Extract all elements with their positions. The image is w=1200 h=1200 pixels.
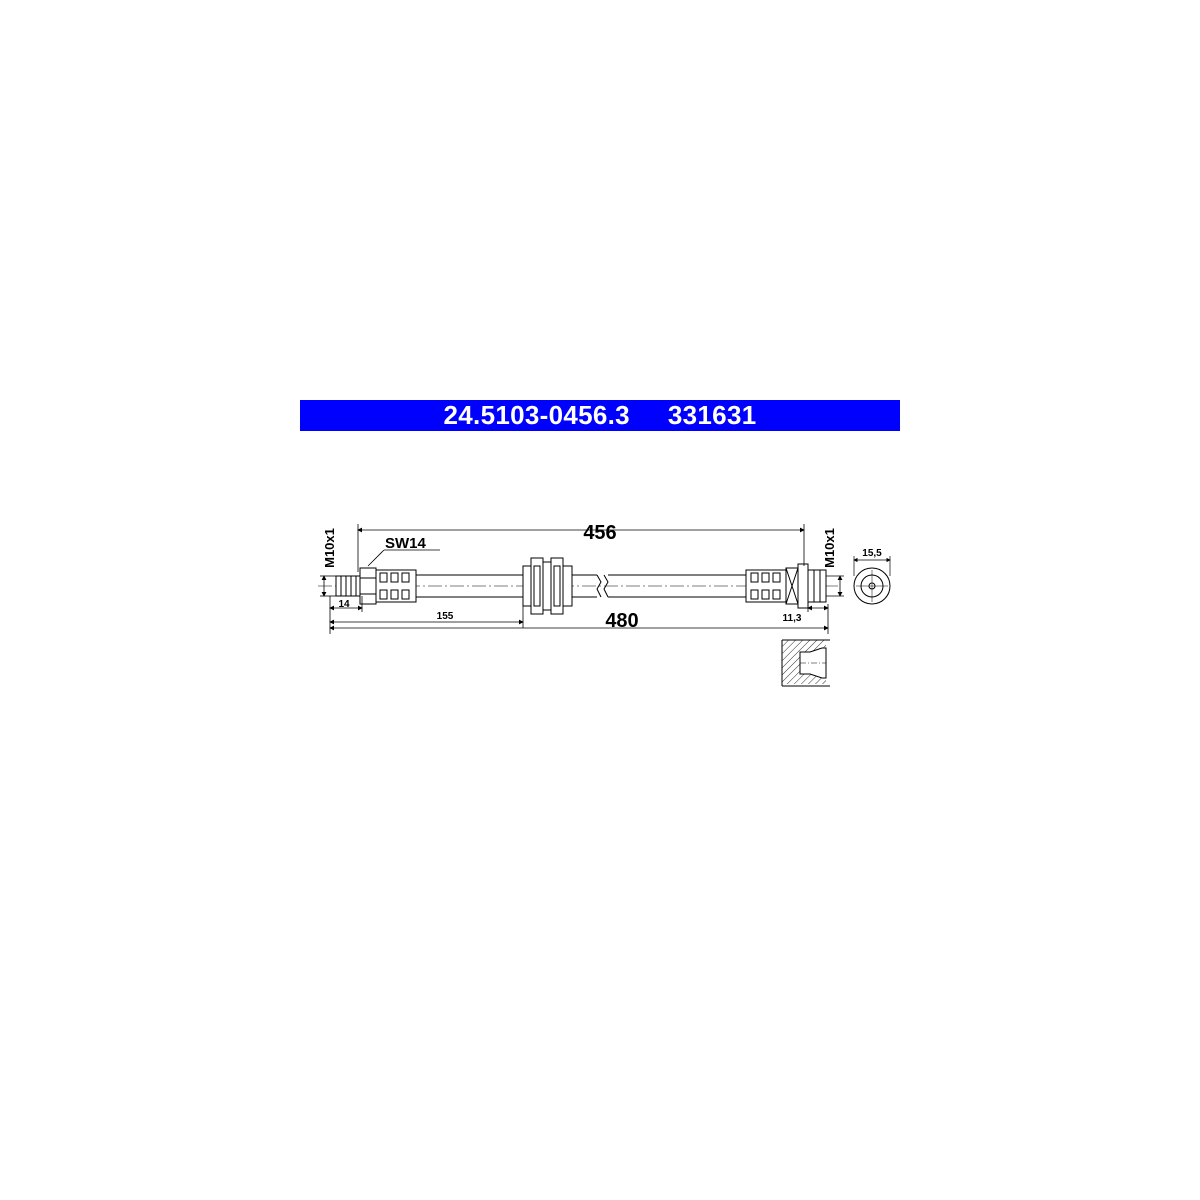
right-thread-label: M10x1 <box>822 528 837 568</box>
dim-total-length-label: 480 <box>605 610 638 632</box>
right-thread-dimension <box>826 575 844 597</box>
dimension-456 <box>357 524 805 572</box>
dimension-14 <box>329 596 363 612</box>
reference-number: 331631 <box>667 400 757 430</box>
left-fitting <box>335 567 417 605</box>
dimension-155 <box>329 606 524 628</box>
section-detail <box>781 639 830 687</box>
wrench-size-label: SW14 <box>385 535 427 552</box>
wrench-size-leader <box>367 549 440 567</box>
hose-right-segment <box>572 574 746 598</box>
dim-to-bracket-label: 155 <box>437 611 454 622</box>
dim-left-thread-label: 14 <box>338 599 350 610</box>
dim-right-thread-label: 11,3 <box>783 613 802 624</box>
left-thread-label: M10x1 <box>322 528 337 568</box>
left-thread-dimension <box>320 575 336 597</box>
part-number-banner: 24.5103-0456.3 331631 <box>300 400 900 431</box>
hose-left-segment <box>416 574 523 598</box>
right-fitting <box>745 563 827 609</box>
dim-hose-length-label: 456 <box>583 522 616 544</box>
end-view <box>853 556 891 605</box>
middle-bracket <box>522 557 573 615</box>
dimension-11-3 <box>807 604 829 612</box>
part-number: 24.5103-0456.3 <box>443 400 630 430</box>
dim-end-diameter-label: 15,5 <box>862 548 882 559</box>
